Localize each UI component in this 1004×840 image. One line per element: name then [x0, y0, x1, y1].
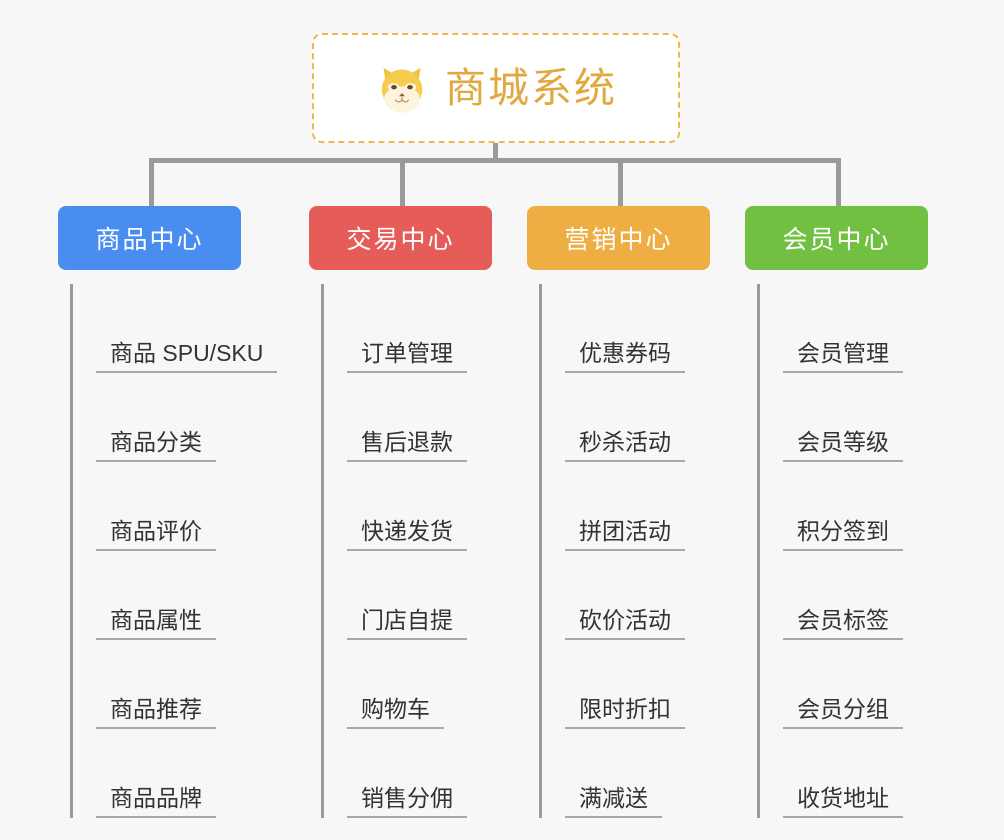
connector-drop-3	[618, 158, 623, 206]
branch-column-1: 商品中心 商品 SPU/SKU 商品分类 商品评价 商品属性 商品推荐 商品品牌	[58, 206, 278, 818]
list-item[interactable]: 限时折扣	[539, 640, 710, 729]
list-item[interactable]: 满减送	[539, 729, 710, 818]
item-label: 商品推荐	[96, 696, 216, 729]
root-node[interactable]: 商城系统	[312, 33, 680, 143]
list-item[interactable]: 销售分佣	[321, 729, 492, 818]
branch-trunk-3	[539, 284, 542, 818]
list-item[interactable]: 商品 SPU/SKU	[70, 284, 278, 373]
branch-header-1[interactable]: 商品中心	[58, 206, 241, 270]
item-label: 快递发货	[347, 518, 467, 551]
item-label: 销售分佣	[347, 785, 467, 818]
item-label: 满减送	[565, 785, 662, 818]
branch-items-1: 商品 SPU/SKU 商品分类 商品评价 商品属性 商品推荐 商品品牌	[58, 284, 278, 818]
item-label: 会员等级	[783, 429, 903, 462]
branch-items-4: 会员管理 会员等级 积分签到 会员标签 会员分组 收货地址	[745, 284, 928, 818]
branch-column-4: 会员中心 会员管理 会员等级 积分签到 会员标签 会员分组 收货地址	[745, 206, 928, 818]
item-label: 商品分类	[96, 429, 216, 462]
branch-column-3: 营销中心 优惠券码 秒杀活动 拼团活动 砍价活动 限时折扣 满减送	[527, 206, 710, 818]
item-label: 会员分组	[783, 696, 903, 729]
item-label: 砍价活动	[565, 607, 685, 640]
item-label: 会员管理	[783, 340, 903, 373]
list-item[interactable]: 商品属性	[70, 551, 277, 640]
item-label: 商品评价	[96, 518, 216, 551]
list-item[interactable]: 会员分组	[757, 640, 928, 729]
list-item[interactable]: 优惠券码	[539, 284, 710, 373]
branch-items-2: 订单管理 售后退款 快递发货 门店自提 购物车 销售分佣	[309, 284, 492, 818]
branch-header-label-1: 商品中心	[95, 226, 204, 254]
item-label: 优惠券码	[565, 340, 685, 373]
list-item[interactable]: 秒杀活动	[539, 373, 710, 462]
item-label: 商品品牌	[96, 785, 216, 818]
branch-header-2[interactable]: 交易中心	[309, 206, 492, 270]
item-label: 商品属性	[96, 607, 216, 640]
connector-drop-2	[400, 158, 405, 206]
connector-root-stem	[493, 143, 498, 160]
branch-trunk-4	[757, 284, 760, 818]
item-label: 门店自提	[347, 607, 467, 640]
list-item[interactable]: 商品评价	[70, 462, 277, 551]
item-label: 购物车	[347, 696, 444, 729]
branch-column-2: 交易中心 订单管理 售后退款 快递发货 门店自提 购物车 销售分佣	[309, 206, 492, 818]
branch-items-3: 优惠券码 秒杀活动 拼团活动 砍价活动 限时折扣 满减送	[527, 284, 710, 818]
list-item[interactable]: 会员管理	[757, 284, 928, 373]
list-item[interactable]: 收货地址	[757, 729, 928, 818]
list-item[interactable]: 售后退款	[321, 373, 492, 462]
list-item[interactable]: 会员等级	[757, 373, 928, 462]
list-item[interactable]: 会员标签	[757, 551, 928, 640]
list-item[interactable]: 商品推荐	[70, 640, 277, 729]
list-item[interactable]: 拼团活动	[539, 462, 710, 551]
branch-header-3[interactable]: 营销中心	[527, 206, 710, 270]
list-item[interactable]: 商品分类	[70, 373, 277, 462]
branch-header-label-3: 营销中心	[564, 226, 673, 254]
branch-header-label-4: 会员中心	[782, 226, 891, 254]
branch-header-label-2: 交易中心	[346, 226, 455, 254]
list-item[interactable]: 商品品牌	[70, 729, 277, 818]
list-item[interactable]: 订单管理	[321, 284, 492, 373]
item-label: 收货地址	[783, 785, 903, 818]
list-item[interactable]: 购物车	[321, 640, 492, 729]
connector-horizontal-bus	[149, 158, 841, 163]
list-item[interactable]: 积分签到	[757, 462, 928, 551]
item-label: 商品 SPU/SKU	[96, 340, 278, 373]
branch-header-4[interactable]: 会员中心	[745, 206, 928, 270]
list-item[interactable]: 快递发货	[321, 462, 492, 551]
item-label: 会员标签	[783, 607, 903, 640]
item-label: 订单管理	[347, 340, 467, 373]
item-label: 积分签到	[783, 518, 903, 551]
branch-trunk-2	[321, 284, 324, 818]
branch-trunk-1	[70, 284, 73, 818]
connector-drop-1	[149, 158, 154, 206]
item-label: 限时折扣	[565, 696, 685, 729]
list-item[interactable]: 砍价活动	[539, 551, 710, 640]
list-item[interactable]: 门店自提	[321, 551, 492, 640]
root-title: 商城系统	[445, 64, 617, 111]
item-label: 秒杀活动	[565, 429, 685, 462]
item-label: 拼团活动	[565, 518, 685, 551]
shiba-dog-face-emoji	[375, 61, 429, 115]
connector-drop-4	[836, 158, 841, 206]
item-label: 售后退款	[347, 429, 467, 462]
